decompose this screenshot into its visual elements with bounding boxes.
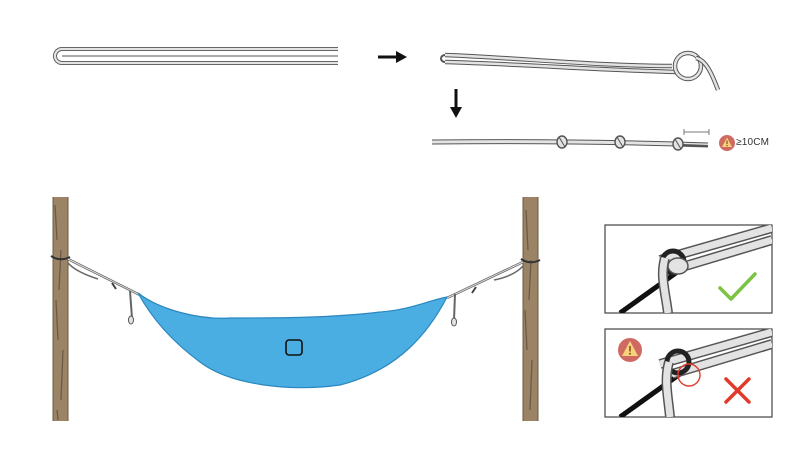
warning-triangle-icon [618,338,642,362]
step3-knotted-strap [431,129,735,151]
left-suspension-strap [67,257,141,325]
check-mark-icon [718,272,757,301]
min-length-label: ≥10CM [736,137,770,148]
left-tree [50,197,71,421]
strap-knot [614,135,626,149]
right-tree [520,197,541,421]
strap-knot [672,137,684,151]
step1-folded-strap [53,47,338,65]
hammock [137,292,449,389]
strap-knot [556,135,568,149]
cross-mark-icon [724,377,751,404]
arrow-right-icon [378,51,407,63]
warning-triangle-icon [719,135,735,151]
incorrect-attachment-panel [604,328,773,418]
right-suspension-strap [446,260,524,327]
arrow-down-icon [450,89,462,118]
length-dimension-marker [683,129,710,135]
correct-attachment-panel [604,224,773,314]
hammock-pocket [285,339,303,356]
step2-looped-strap [440,50,721,91]
